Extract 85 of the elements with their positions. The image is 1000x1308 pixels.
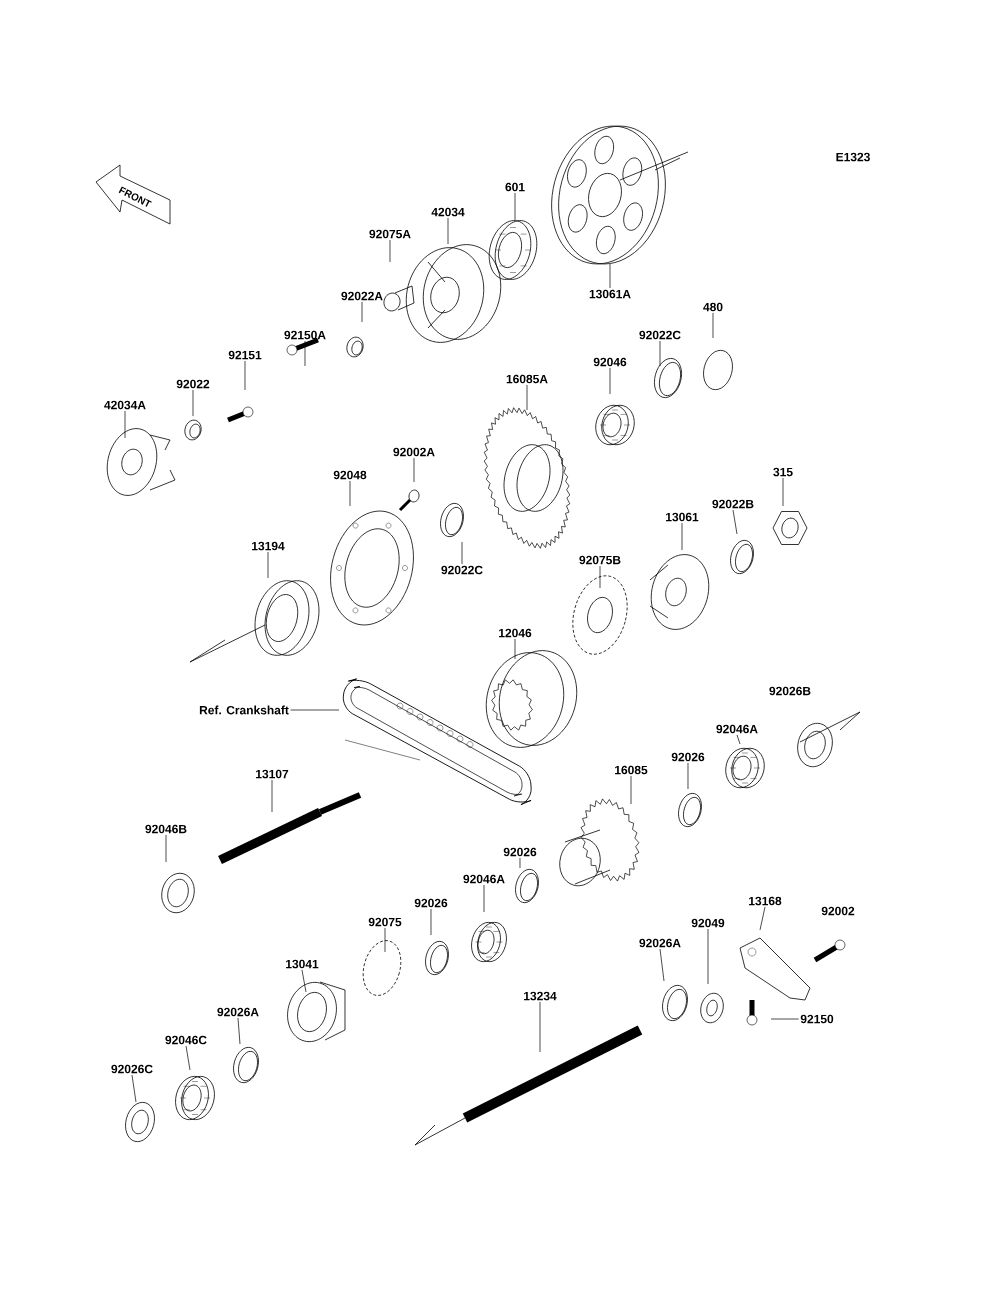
part-number: 92026	[671, 752, 705, 762]
leader-line	[131, 1074, 137, 1103]
leader-line	[271, 779, 273, 813]
part-number: 12046	[499, 628, 532, 638]
part-number: 16085A	[506, 374, 548, 384]
part-number: 92026B	[769, 686, 811, 696]
part-number: 480	[703, 302, 723, 312]
part-number: 92046A	[716, 724, 758, 734]
part-number: 92026A	[639, 938, 681, 948]
leader-line	[770, 1018, 799, 1020]
part-number: 92026C	[111, 1064, 153, 1074]
leader-line	[519, 857, 521, 869]
leader-line	[461, 541, 463, 565]
part-number: 92002A	[393, 447, 435, 457]
leader-line	[389, 239, 391, 263]
leader-line	[301, 969, 307, 993]
leader-line	[630, 775, 632, 805]
part-number: 92150A	[284, 330, 326, 340]
part-number: 13107	[256, 769, 289, 779]
leader-line	[361, 301, 363, 323]
part-number: 13168	[749, 896, 782, 906]
leader-line	[237, 1017, 241, 1045]
part-number: 13041	[286, 959, 319, 969]
leader-line	[539, 1001, 541, 1053]
part-number: 42034A	[104, 400, 146, 410]
leader-line	[707, 928, 709, 985]
leader-line	[192, 389, 194, 417]
leader-line	[185, 1045, 191, 1071]
leader-line	[609, 367, 611, 395]
leader-line	[712, 312, 714, 339]
part-number: 42034	[431, 207, 465, 217]
part-number: 13061	[666, 512, 699, 522]
leader-line	[732, 509, 738, 535]
part-number: 92046A	[463, 874, 505, 884]
part-number: 92151	[228, 350, 262, 360]
part-number: 315	[773, 467, 793, 477]
part-number: 16085	[615, 765, 648, 775]
leader-line	[659, 948, 665, 982]
part-number: 92046B	[145, 824, 187, 834]
part-number: 92022C	[639, 330, 681, 340]
leader-line	[244, 360, 246, 391]
part-number: 92002	[821, 906, 855, 916]
part-number: 92075B	[579, 555, 621, 565]
part-number: 92022C	[441, 565, 483, 575]
leader-line	[514, 192, 516, 221]
leader-line	[430, 908, 432, 936]
part-number: 92150	[800, 1014, 834, 1024]
leader-line	[681, 522, 683, 551]
part-number: 92046C	[165, 1035, 207, 1045]
part-number: 92022A	[341, 291, 383, 301]
part-number: 13194	[252, 541, 285, 551]
leader-line	[687, 762, 689, 790]
part-number: 92049	[691, 918, 725, 928]
part-number: 92075A	[369, 229, 411, 239]
leader-line	[304, 340, 306, 367]
part-number: Ref. Crankshaft	[199, 705, 289, 715]
part-number: 92046	[593, 357, 627, 367]
part-number: 92026	[503, 847, 537, 857]
part-number: 92075	[368, 917, 402, 927]
leader-line	[124, 410, 126, 439]
part-number: 601	[505, 182, 525, 192]
leader-line	[514, 638, 516, 660]
part-number: 92048	[333, 470, 367, 480]
part-number: 13234	[524, 991, 557, 1001]
leader-line	[384, 927, 386, 953]
part-number: 13061A	[589, 289, 631, 299]
leader-line	[599, 565, 601, 589]
leader-line	[526, 384, 528, 411]
part-number: 92026	[414, 898, 448, 908]
leader-line	[759, 906, 766, 931]
part-number: 92022B	[712, 499, 754, 509]
leader-line	[349, 480, 351, 507]
part-number: 92026A	[217, 1007, 259, 1017]
leader-line	[413, 457, 415, 483]
part-number: 92022	[176, 379, 210, 389]
leader-line	[736, 734, 741, 745]
leader-line	[659, 340, 661, 367]
leader-line	[782, 477, 784, 507]
leader-line	[165, 834, 167, 863]
leader-line	[267, 551, 269, 579]
leader-line	[447, 217, 449, 245]
leader-line	[609, 263, 611, 289]
figure-code: E1323	[836, 152, 870, 162]
leader-line	[290, 709, 340, 711]
leader-line	[483, 884, 485, 913]
